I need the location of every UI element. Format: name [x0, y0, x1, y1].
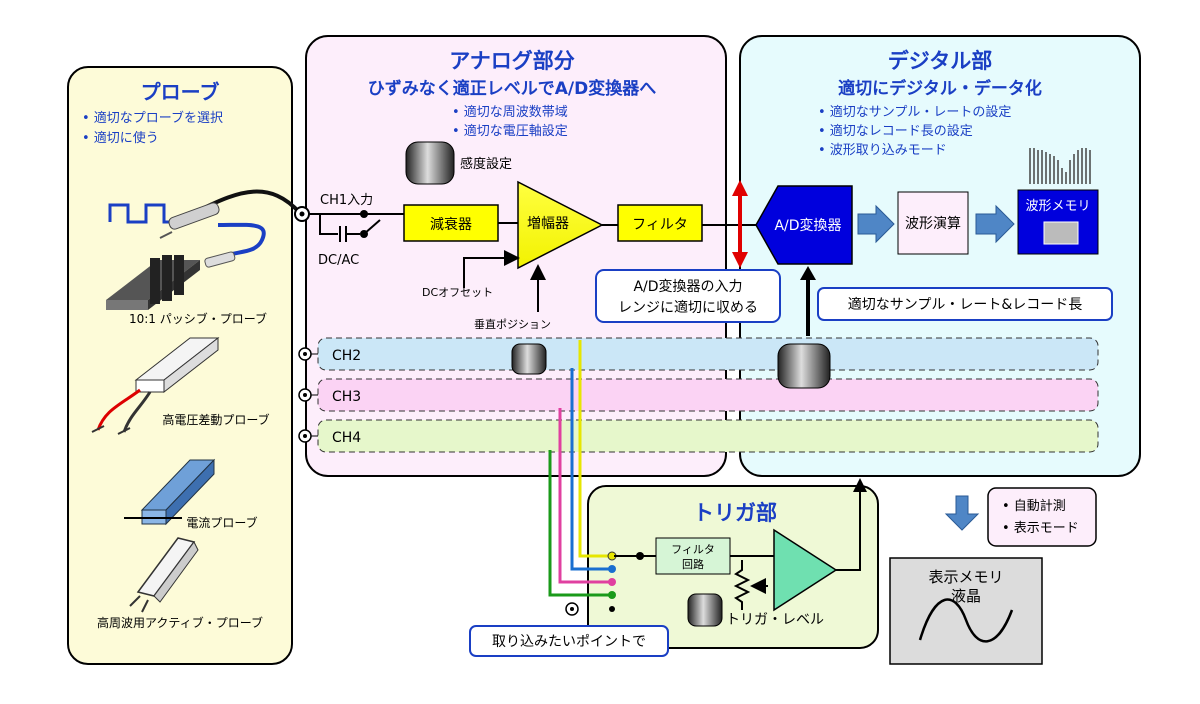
comparator-triangle [773, 528, 838, 612]
current-probe-label: 電流プローブ [186, 515, 257, 530]
trigger-filter-line2: 回路 [682, 558, 704, 571]
analog-subtitle: ひずみなく適正レベルでA/D変換器へ [368, 78, 656, 99]
hv-differential-probe-label: 高電圧差動プローブ [162, 412, 269, 427]
digital-signal-path: A/D変換器 波形演算 波形メモリ 適切なサンプル・レート&レコード長 [755, 148, 1113, 336]
ch1-input-label: CH1入力 [320, 193, 373, 208]
probe-title: プローブ [141, 80, 220, 104]
trigger-level-potentiometer-icon [733, 560, 751, 610]
ch4-row [317, 419, 1099, 453]
display-memory-line1: 表示メモリ [928, 568, 1003, 586]
probe-bullet-2: • 適切に使う [82, 130, 159, 146]
arrow-to-calc-icon [857, 204, 895, 244]
adc-range-callout [595, 269, 781, 323]
probe-compensation-box-icon [106, 255, 200, 310]
digital-bullet-3: • 波形取り込みモード [818, 143, 947, 158]
waveform-memory-label: 波形メモリ [1025, 199, 1090, 214]
vertical-position-label: 垂直ポジション [474, 317, 551, 331]
attenuator-block [403, 204, 499, 242]
ch4-label: CH4 [332, 430, 361, 446]
trigger-title: トリガ部 [693, 501, 777, 525]
trigger-level-label: トリガ・レベル [726, 612, 824, 628]
amplifier-triangle [517, 180, 604, 270]
trigger-level-knob-icon [687, 593, 723, 627]
output-option-2: • 表示モード [1002, 521, 1079, 536]
sample-rate-callout [817, 287, 1113, 321]
sampled-waveform-icon [1029, 148, 1091, 184]
ch3-row [317, 378, 1099, 412]
ch2-connector-icon [298, 347, 318, 361]
display-memory-line2: 液晶 [951, 587, 981, 605]
memory-chip-icon [1043, 221, 1079, 245]
trigger-panel: トリガ部 フィルタ 回路 トリガ・レベル 取り込みたいポイントで [469, 340, 879, 657]
input-range-arrow-icon [732, 180, 748, 268]
adc-range-callout-line2: レンジに適切に収める [618, 299, 758, 316]
adc-range-callout-line1: A/D変換器の入力 [633, 278, 742, 295]
analog-title: アナログ部分 [449, 49, 575, 73]
sample-rate-callout-label: 適切なサンプル・レート&レコード長 [848, 296, 1083, 313]
trigger-point-callout-label: 取り込みたいポイントで [492, 634, 646, 650]
ch2-row [317, 337, 1099, 371]
passive-probe-icon [159, 189, 302, 268]
square-wave-icon [108, 203, 176, 224]
digital-subtitle: 適切にデジタル・データ化 [838, 78, 1042, 99]
analog-bullet-2: • 適切な電圧軸設定 [452, 123, 568, 139]
sine-wave-icon [918, 598, 1014, 643]
digital-knob-icon [777, 343, 831, 389]
waveform-calc-label: 波形演算 [905, 216, 961, 232]
waveform-calc-block [897, 191, 969, 255]
amplifier-label: 増幅器 [527, 216, 569, 232]
ch1-signal-path: CH1入力 DC/AC 減衰器 増幅器 フィルタ 感度設定 DCオフセット 垂直… [294, 141, 781, 331]
digital-title: デジタル部 [888, 49, 993, 73]
sensitivity-knob-icon [405, 141, 455, 185]
digital-bullet-2: • 適切なレコード長の設定 [818, 123, 973, 139]
display-memory-block [889, 557, 1043, 665]
ch2-knob-icon [511, 343, 547, 375]
arrow-to-memory-icon [975, 204, 1015, 244]
trigger-filter-block [655, 537, 731, 575]
ch2-label: CH2 [332, 348, 361, 364]
ch3-connector-icon [298, 388, 318, 402]
passive-probe-label: 10:1 パッシブ・プローブ [129, 311, 267, 326]
probe-panel: プローブ • 適切なプローブを選択 • 適切に使う 10:1 パッシブ・プローブ [67, 66, 302, 665]
trigger-filter-line1: フィルタ [671, 543, 715, 556]
dc-offset-label: DCオフセット [422, 286, 493, 299]
output-option-1: • 自動計測 [1002, 498, 1066, 514]
sensitivity-label: 感度設定 [460, 156, 512, 172]
filter-label: フィルタ [632, 217, 688, 233]
channel-rows: CH2 CH3 CH4 [298, 337, 1099, 453]
current-probe-icon [124, 458, 216, 526]
trigger-point-callout [469, 625, 669, 657]
ch4-connector-icon [298, 429, 318, 443]
output-section: • 自動計測 • 表示モード 表示メモリ 液晶 [889, 487, 1097, 665]
probe-bullet-1: • 適切なプローブを選択 [82, 110, 223, 126]
output-options-box [987, 487, 1097, 547]
digital-bullet-1: • 適切なサンプル・レートの設定 [818, 104, 1011, 120]
filter-block [617, 204, 703, 242]
adc-label: A/D変換器 [774, 217, 841, 234]
attenuator-label: 減衰器 [430, 216, 472, 233]
hv-differential-probe-icon [91, 336, 220, 435]
ch3-label: CH3 [332, 389, 361, 405]
down-arrow-icon [944, 495, 980, 531]
adc-block [755, 185, 853, 265]
active-probe-label: 高周波用アクティブ・プローブ [97, 615, 263, 630]
coupling-label: DC/AC [318, 253, 359, 268]
analog-bullet-1: • 適切な周波数帯域 [452, 104, 568, 120]
active-probe-icon [129, 537, 199, 613]
